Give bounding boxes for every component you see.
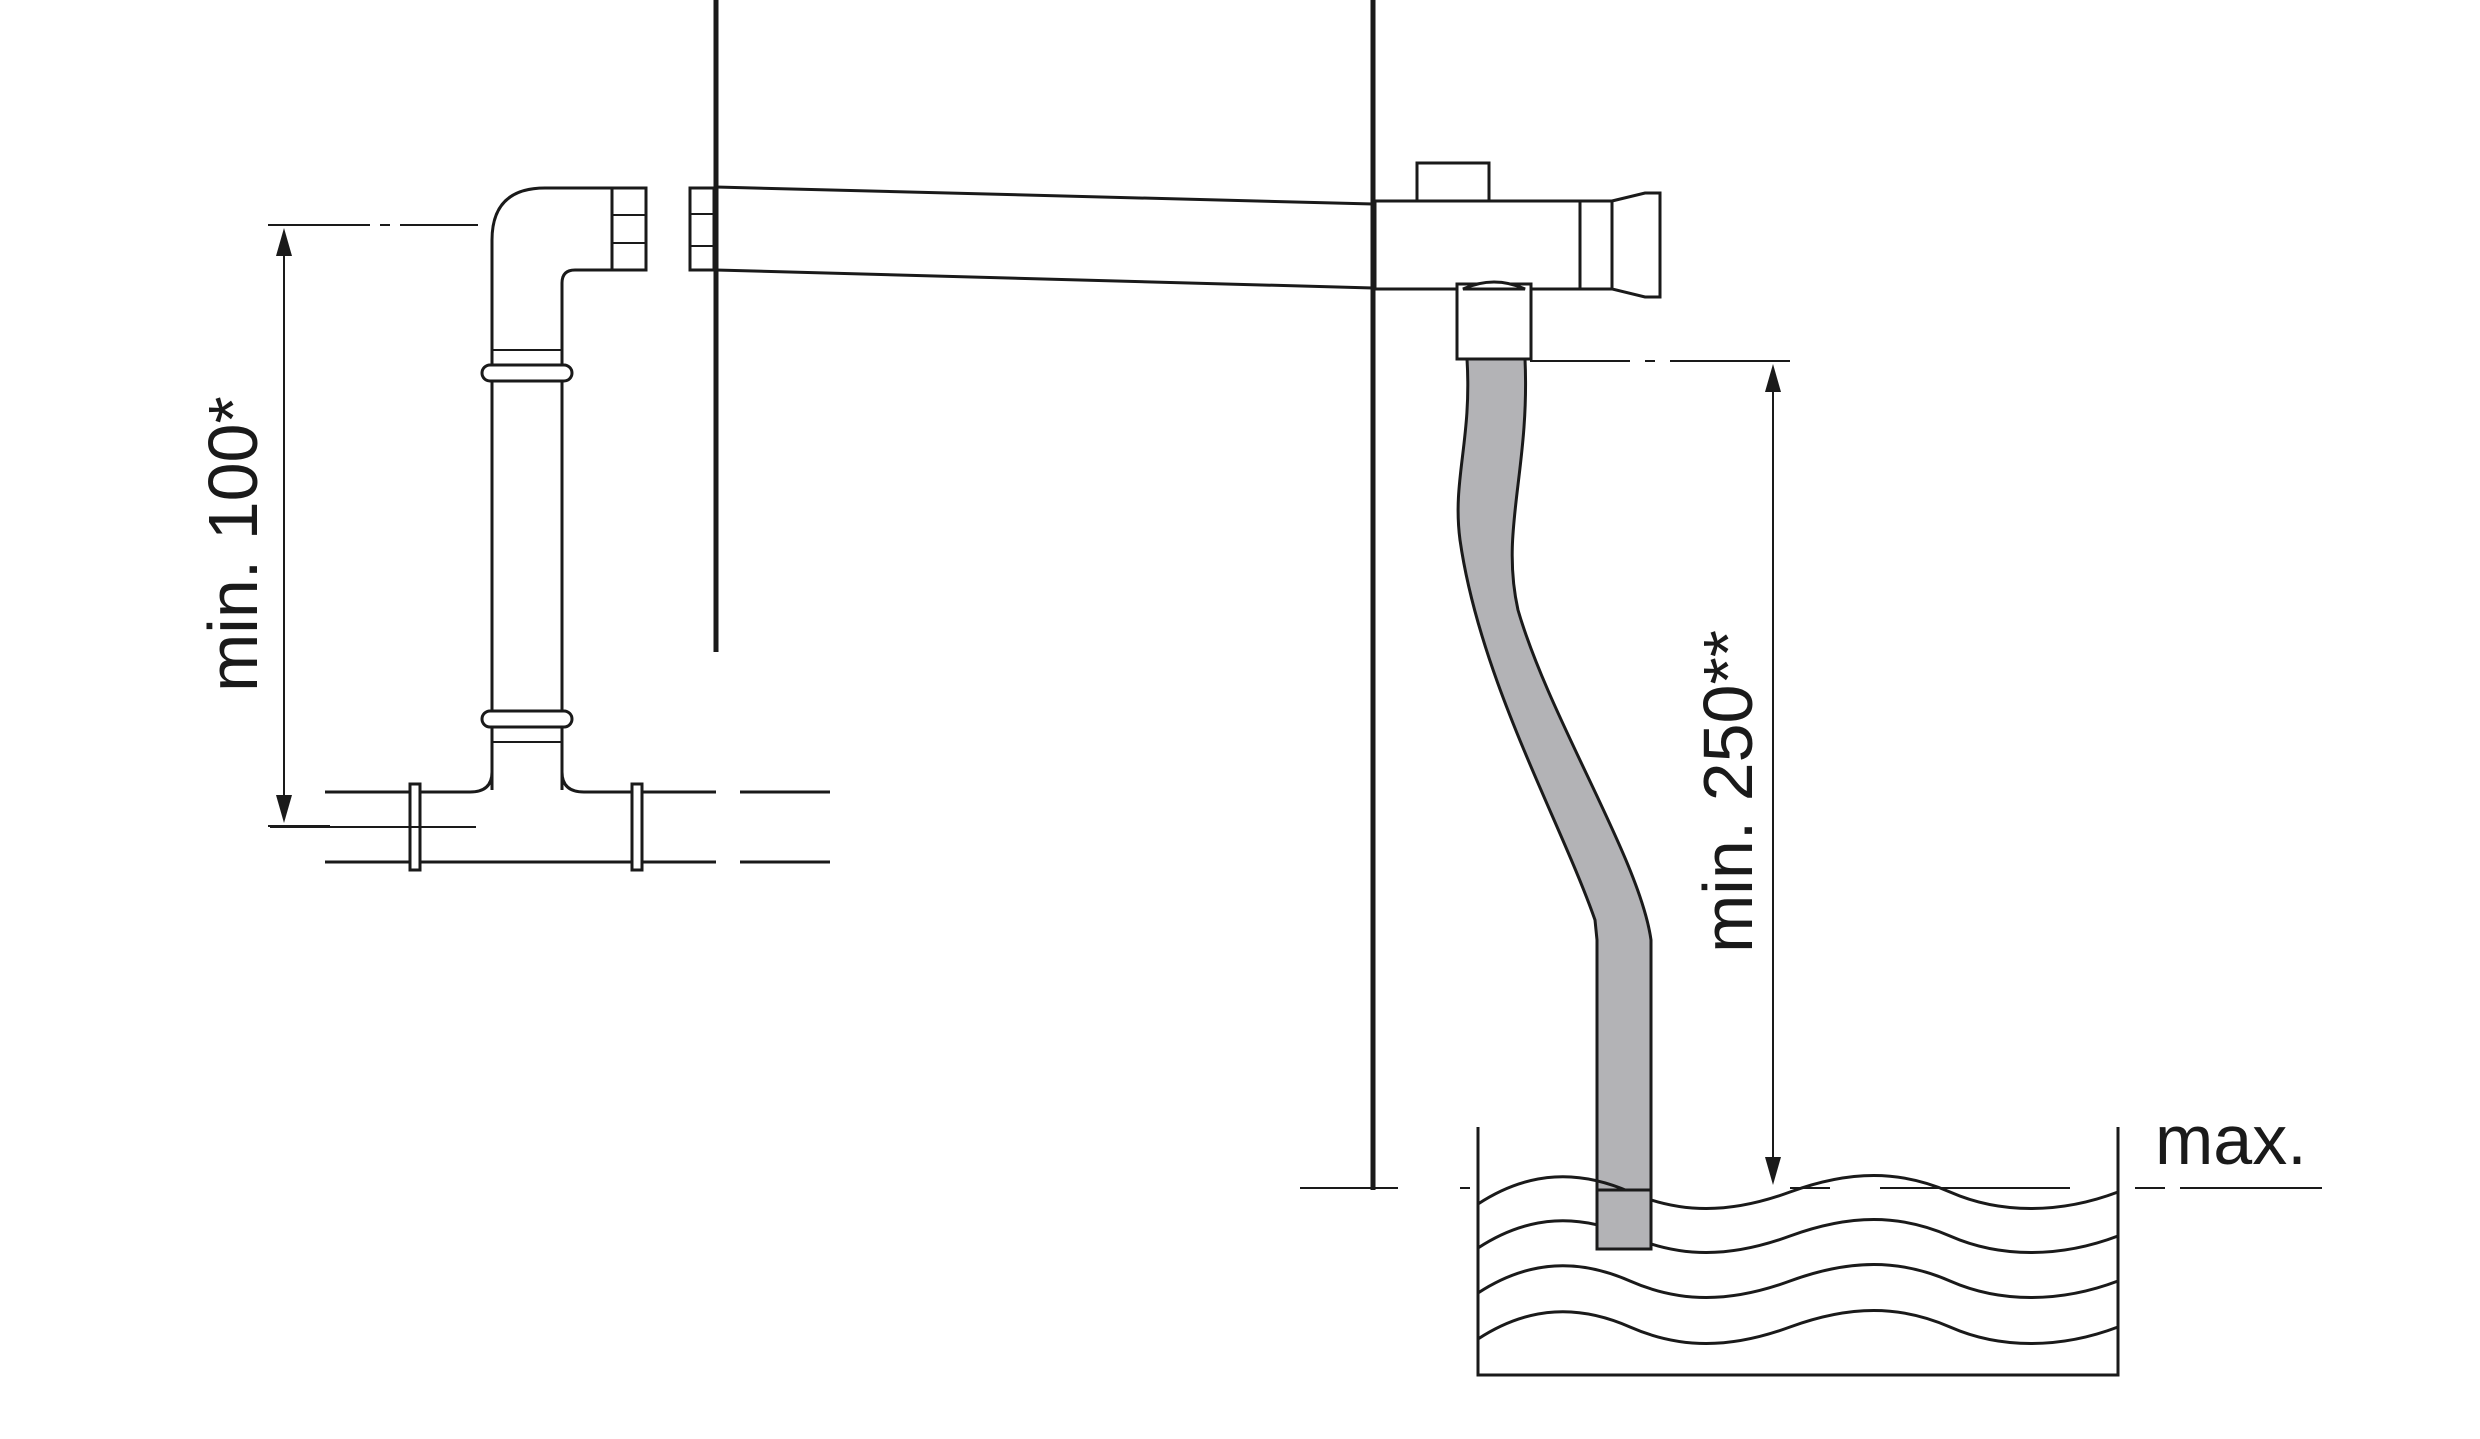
water-basin: max. [1300, 1101, 2322, 1377]
arrow-icon [1765, 364, 1781, 392]
supply-pipe [715, 185, 1374, 290]
faucet-body [1373, 161, 1662, 361]
union-fitting-left [610, 186, 648, 272]
label-min-100: min. 100* [194, 396, 272, 692]
drain-hose [1456, 357, 1653, 1251]
arrow-icon [276, 228, 292, 256]
dimension-min-250: min. 250** [1530, 360, 1790, 1185]
lower-pipe [270, 771, 830, 872]
union-fitting-right [688, 186, 716, 272]
label-max: max. [2155, 1101, 2307, 1179]
label-min-250: min. 250** [1689, 630, 1767, 953]
arrow-icon [1765, 1157, 1781, 1185]
vertical-riser-pipe [480, 186, 612, 790]
arrow-icon [276, 795, 292, 823]
water-waves [1477, 1174, 2119, 1345]
dimension-min-100: min. 100* [194, 224, 478, 827]
